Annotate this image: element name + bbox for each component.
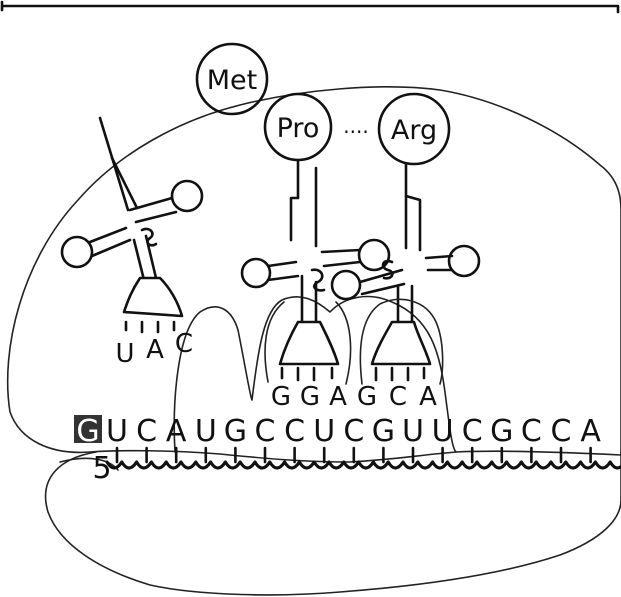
mrna-base: C — [521, 414, 542, 449]
trna1-anticodon-base-1: U — [115, 339, 134, 369]
amino-acid-met: Met — [197, 44, 267, 114]
trna1-anticodon-loop — [124, 278, 182, 316]
trna3-left-loop — [332, 271, 360, 299]
peptide-bond-dots: .... — [343, 114, 368, 138]
amino-acid-arg: Arg — [379, 94, 449, 164]
trna1-anticodon-stem-b — [146, 236, 156, 278]
trna1-left-loop — [62, 237, 92, 267]
trna1-anticodon-stem-a — [134, 240, 144, 280]
met-label: Met — [207, 65, 258, 96]
trna2-anticodon-base-2: G — [300, 382, 320, 412]
trna2-right-arm-a — [322, 250, 360, 252]
mrna-base: C — [462, 414, 483, 449]
trna2-anticodon-base-1: G — [271, 382, 291, 412]
trna2-anticodon-ticks — [282, 368, 332, 380]
mrna-base: C — [255, 414, 276, 449]
mrna-base: G — [372, 414, 395, 449]
ribosome-small-subunit — [46, 452, 621, 595]
trna3-anticodon-ticks — [376, 368, 424, 380]
mrna-base: U — [313, 414, 335, 449]
frame-top-edge — [2, 2, 618, 12]
mrna-base: U — [402, 414, 424, 449]
mrna-base: G — [224, 414, 247, 449]
mrna-base: G — [490, 414, 513, 449]
trna3-acceptor-stem-b — [406, 196, 420, 250]
trna-p-site: G G A — [242, 160, 389, 412]
trna2-anticodon-loop — [280, 322, 338, 364]
trna1-right-arm-b — [136, 212, 176, 222]
trna3-anticodon-loop — [372, 322, 430, 364]
mrna-base: U — [106, 414, 128, 449]
mrna-base: A — [166, 414, 187, 449]
trna3-right-loop — [449, 246, 479, 276]
trna1-right-loop — [172, 181, 202, 211]
trna1-left-arm-b — [92, 240, 130, 256]
mrna-base: U — [432, 414, 454, 449]
trna3-left-arm-a — [360, 270, 402, 282]
mrna-highlight-base: G — [76, 414, 99, 449]
mrna-base: C — [136, 414, 157, 449]
trna1-anticodon-base-2: A — [146, 335, 164, 365]
trna1-anticodon-base-3: C — [175, 329, 193, 359]
mrna-base: A — [580, 414, 601, 449]
trna1-variable-loop — [142, 229, 156, 245]
trna3-anticodon-base-2: C — [389, 382, 407, 412]
trna1-anticodon-ticks — [126, 322, 174, 332]
trna2-right-loop — [359, 240, 389, 270]
trna-a-site: G C A — [332, 164, 479, 412]
trna3-anticodon-base-3: A — [419, 382, 437, 412]
trna3-anticodon-base-1: G — [357, 382, 377, 412]
five-prime-label: 5 — [92, 451, 111, 486]
trna2-anticodon-base-3: A — [329, 382, 347, 412]
mrna-base: C — [343, 414, 364, 449]
amino-acid-pro: Pro — [265, 94, 331, 160]
mrna-base: C — [284, 414, 305, 449]
trna2-left-arm-a — [268, 262, 296, 266]
trna1-left-arm-a — [90, 228, 126, 242]
trna2-variable-loop — [312, 270, 324, 291]
trna-exiting: U A C — [62, 118, 202, 369]
pro-label: Pro — [277, 113, 320, 144]
trna2-left-loop — [242, 259, 270, 287]
trna2-acceptor-stem-a — [291, 160, 298, 240]
mrna-base: U — [195, 414, 217, 449]
mrna-base: C — [551, 414, 572, 449]
trna2-right-arm-b — [324, 262, 360, 266]
mrna-backbone — [107, 462, 621, 468]
arg-label: Arg — [391, 115, 437, 146]
trna2-left-arm-b — [268, 276, 298, 280]
